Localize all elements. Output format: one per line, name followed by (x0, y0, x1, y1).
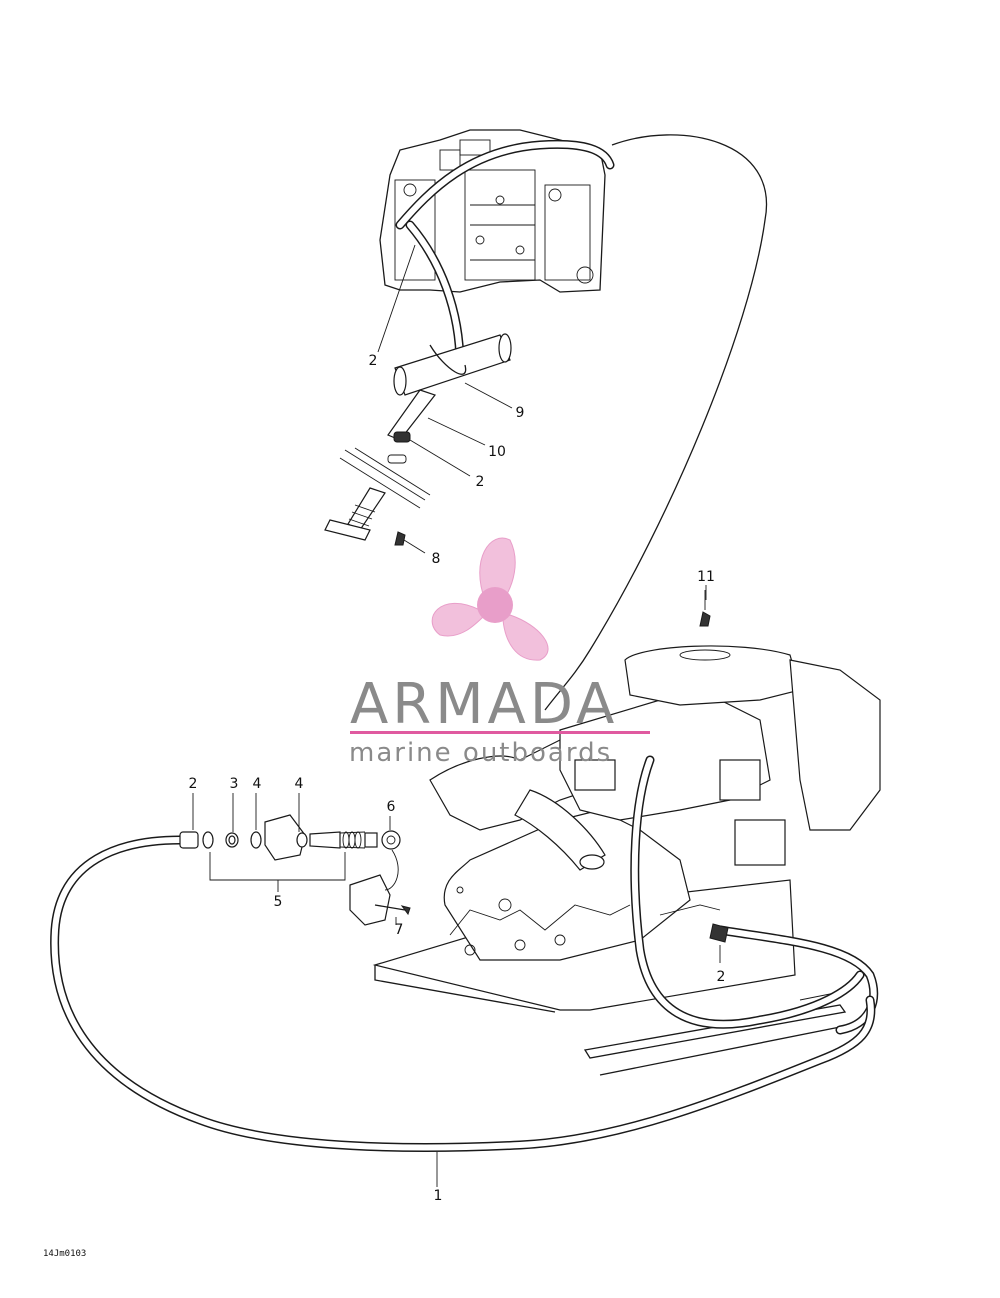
lower-engine (372, 590, 881, 1013)
leader-lines (192, 244, 721, 1187)
through-hull-fitting (324, 487, 406, 546)
exploded-fitting-parts (179, 814, 411, 926)
propeller-icon (431, 537, 549, 661)
callout-10: 10 (488, 444, 506, 460)
long-fuel-hose (50, 835, 876, 1152)
return-line (544, 134, 768, 711)
callout-4b: 4 (294, 776, 304, 792)
bulkhead-plate (339, 447, 431, 509)
clip (387, 454, 407, 464)
callout-2-right: 2 (716, 969, 726, 985)
callout-8: 8 (431, 551, 441, 567)
callout-5: 5 (273, 894, 283, 910)
callout-2-left: 2 (188, 776, 198, 792)
callout-1: 1 (433, 1188, 443, 1204)
upper-hose (395, 139, 615, 370)
lower-right-hose (630, 755, 879, 1035)
watermark-subtitle: marine outboards (349, 738, 613, 768)
hose-clamp-right (709, 923, 729, 943)
watermark-accent-bar (350, 731, 650, 734)
figure-code: 14Jm0103 (43, 1249, 87, 1259)
callout-9: 9 (515, 405, 525, 421)
callout-6: 6 (386, 799, 396, 815)
callout-7: 7 (394, 922, 404, 938)
callout-2-top: 2 (368, 353, 378, 369)
callout-11: 11 (697, 569, 715, 585)
callout-2-mid: 2 (475, 474, 485, 490)
watermark-word: ARMADA (350, 672, 619, 737)
upper-engine-block (379, 129, 606, 293)
drain-plug (699, 611, 711, 627)
hose-clamp-mid (393, 431, 411, 443)
pipe-with-clamp (393, 333, 512, 396)
callout-4a: 4 (252, 776, 262, 792)
callout-3: 3 (229, 776, 239, 792)
